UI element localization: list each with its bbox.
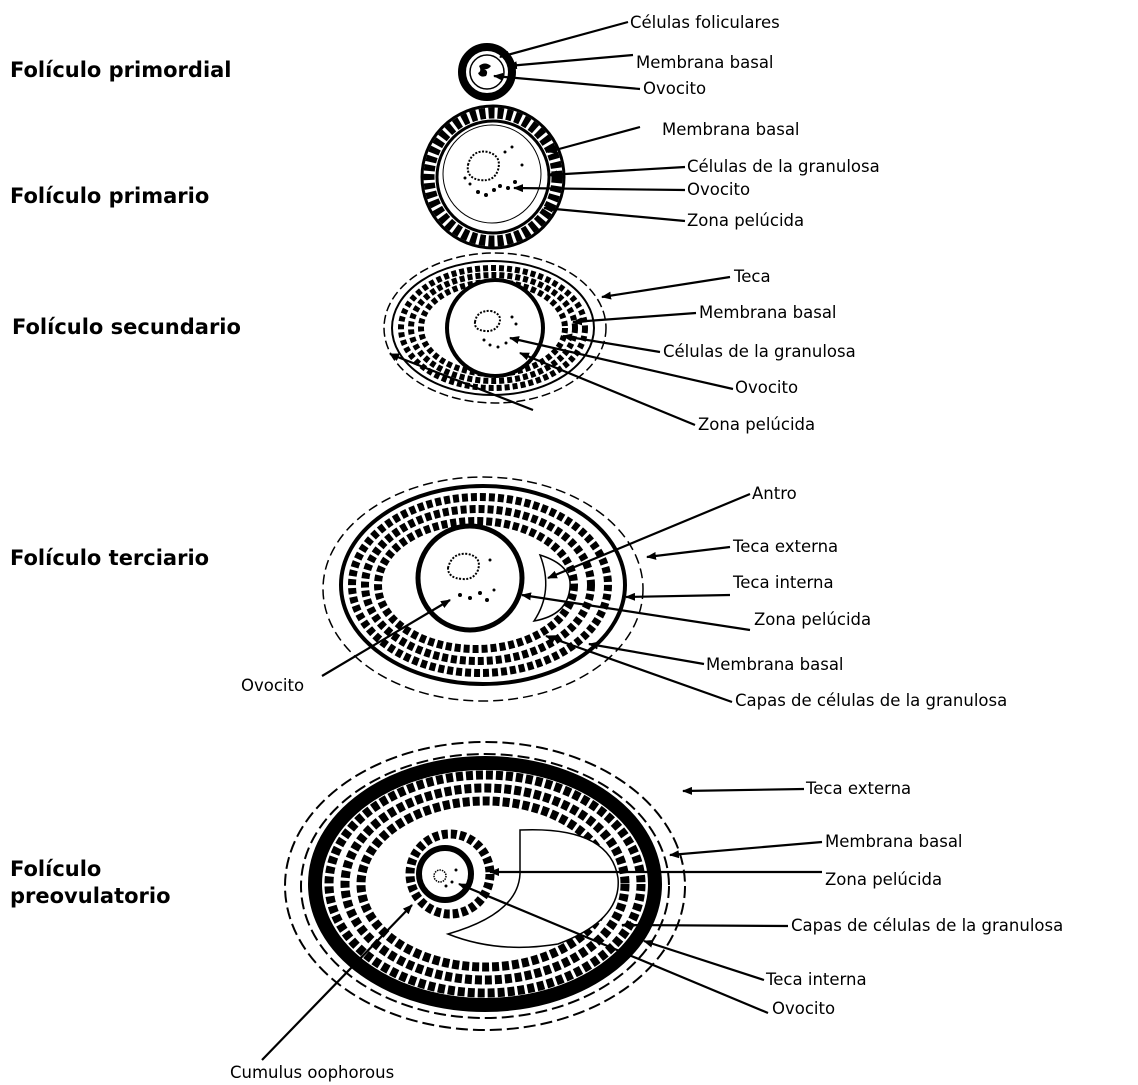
primordial-follicle <box>462 47 512 97</box>
tertiary-follicle <box>323 477 643 701</box>
secondary-follicle <box>384 253 606 403</box>
preovulatory-follicle <box>285 742 685 1030</box>
primary-follicle <box>422 106 564 248</box>
